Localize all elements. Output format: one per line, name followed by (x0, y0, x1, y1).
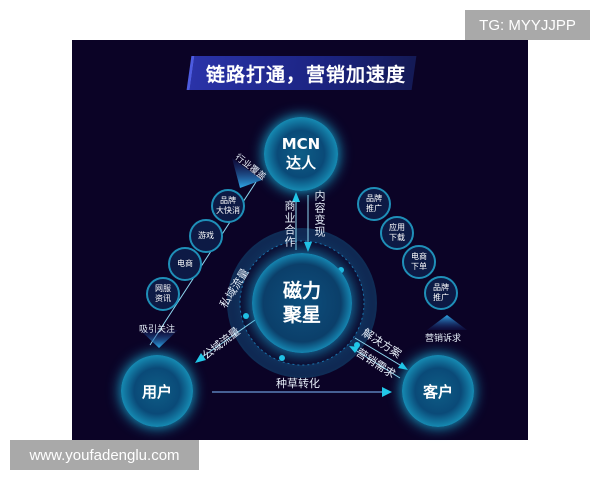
left-chain-item-line2: 资讯 (155, 294, 171, 303)
right-chain-item-line2: 下单 (411, 262, 427, 271)
right-chain-item-line1: 品牌 (366, 194, 382, 203)
attract-attention-label: 吸引关注 (139, 325, 176, 335)
node-center-line2: 聚星 (282, 304, 321, 326)
left-chain-item: 网服 资讯 (146, 277, 180, 311)
right-chain-item-line1: 电商 (411, 252, 427, 261)
right-chain-item-line1: 应用 (389, 223, 405, 232)
left-chain-item: 品牌 大快消 (211, 189, 245, 223)
node-mcn-line1: MCN (281, 135, 321, 153)
node-user: 用户 (121, 355, 193, 427)
node-mcn: MCN 达人 (264, 117, 338, 191)
right-chain-item-line2: 下载 (389, 233, 405, 242)
left-chain-item: 游戏 (189, 219, 223, 253)
right-chain-item-line2: 推广 (366, 204, 382, 213)
marketing-appeal-label: 营销诉求 (425, 334, 462, 344)
right-chain-item: 品牌 推广 (357, 187, 391, 221)
left-chain-item-line1: 电商 (177, 259, 193, 268)
right-chain-item-line1: 品牌 (433, 283, 449, 292)
node-center: 磁力 聚星 (252, 253, 352, 353)
left-chain-item-line2: 大快消 (216, 206, 240, 215)
left-chain-item-line1: 游戏 (198, 231, 214, 240)
edge-label-business-cooperation: 商业合作 (283, 200, 296, 248)
node-client: 客户 (402, 355, 474, 427)
node-center-line1: 磁力 (282, 280, 321, 302)
right-chain-item: 品牌 推广 (424, 276, 458, 310)
watermark-top-right: TG: MYYJJPP (465, 10, 590, 40)
left-chain-item: 电商 (168, 247, 202, 281)
right-chain-item: 电商 下单 (402, 245, 436, 279)
edge-label-seeding-conversion: 种草转化 (276, 377, 320, 390)
node-mcn-line2: 达人 (285, 154, 316, 172)
diagram-title: 链路打通，营销加速度 (205, 63, 406, 86)
watermark-bottom-left: www.youfadenglu.com (10, 440, 199, 470)
right-chain-item-line2: 推广 (433, 293, 449, 302)
left-chain-item-line1: 网服 (155, 284, 171, 293)
edge-label-content-monetization: 内容变现 (313, 190, 326, 238)
right-chain-item: 应用 下载 (380, 216, 414, 250)
left-chain-item-line1: 品牌 (220, 196, 236, 205)
